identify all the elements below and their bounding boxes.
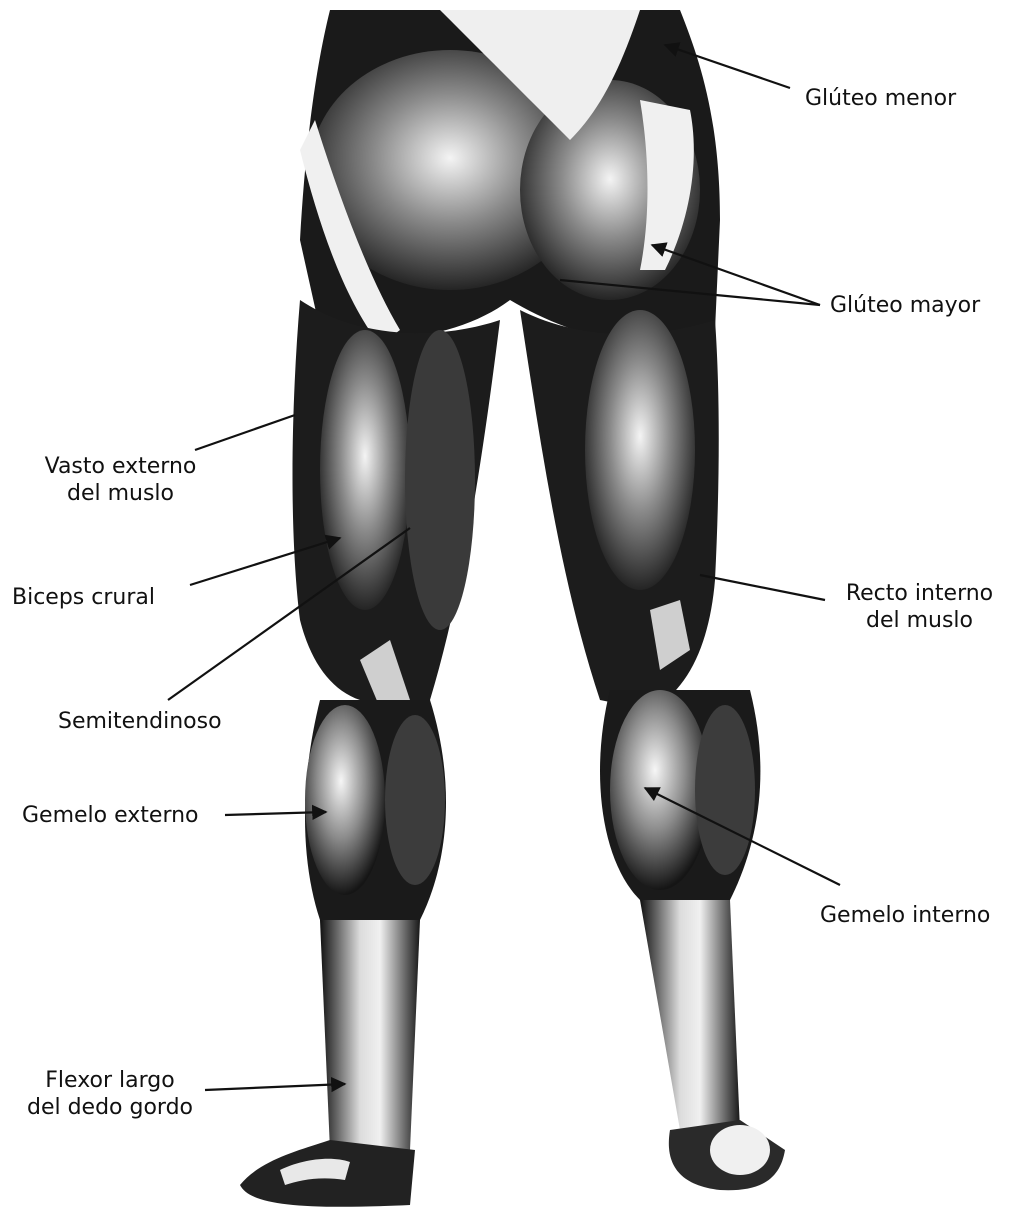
label-gemelo-externo: Gemelo externo: [22, 802, 199, 829]
label-gemelo-interno: Gemelo interno: [820, 902, 990, 929]
label-recto-interno: Recto interno del muslo: [832, 580, 1007, 634]
left-gastrocnemius-medial: [385, 715, 445, 885]
right-gastrocnemius-lateral: [695, 705, 755, 875]
label-recto-interno-line1: Recto interno: [832, 580, 1007, 607]
label-semitendinoso: Semitendinoso: [58, 708, 222, 735]
label-vasto-externo: Vasto externo del muslo: [28, 453, 213, 507]
label-vasto-externo-line2: del muslo: [28, 480, 213, 507]
leader-vasto-externo: [195, 415, 295, 450]
leader-flexor-largo: [205, 1084, 345, 1090]
label-flexor-largo: Flexor largo del dedo gordo: [15, 1067, 205, 1121]
right-shin: [640, 900, 740, 1130]
label-flexor-largo-line1: Flexor largo: [15, 1067, 205, 1094]
left-shin: [320, 920, 420, 1150]
left-semitendinosus: [405, 330, 475, 630]
label-recto-interno-line2: del muslo: [832, 607, 1007, 634]
label-gluteo-menor: Glúteo menor: [805, 85, 956, 112]
left-biceps-femoris: [320, 330, 410, 610]
label-biceps-crural: Biceps crural: [12, 584, 155, 611]
right-hamstring: [585, 310, 695, 590]
label-gluteo-mayor: Glúteo mayor: [830, 292, 980, 319]
leader-recto-interno: [700, 575, 825, 600]
label-vasto-externo-line1: Vasto externo: [28, 453, 213, 480]
label-flexor-largo-line2: del dedo gordo: [15, 1094, 205, 1121]
right-heel-highlight: [710, 1125, 770, 1175]
left-gastrocnemius-lateral: [305, 705, 385, 895]
